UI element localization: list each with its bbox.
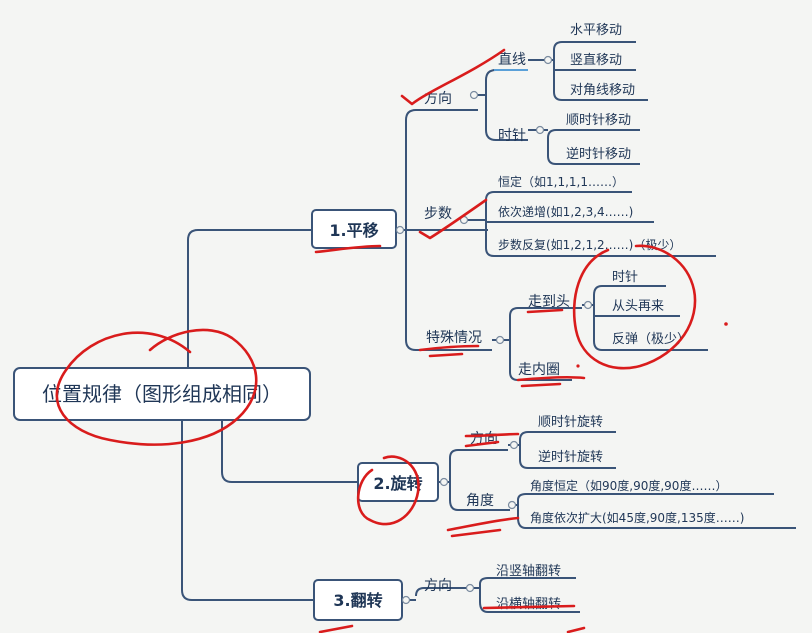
zhixian-item-2: 竖直移动: [570, 53, 622, 68]
zoudaotou-item-2: 从头再来: [612, 299, 664, 314]
fanzhuan-item-2: 沿横轴翻转: [496, 597, 561, 612]
ink-underline-teshu: [418, 344, 480, 358]
ink-circle-zoudaotou: [572, 244, 697, 370]
jiaodu-item-1: 角度恒定（如90度,90度,90度……）: [530, 478, 727, 493]
connector-root-xuanzhuan: [221, 420, 358, 483]
ink-circle-xuanzhuan: [356, 455, 420, 526]
collapse-knob[interactable]: [495, 335, 505, 345]
collapse-knob[interactable]: [543, 55, 553, 65]
ink-underline-jiaodu: [446, 516, 520, 538]
connector-fangxiang-children: [478, 69, 528, 141]
ink-underline-zouneiquan: [516, 375, 586, 388]
root-node: 位置规律（图形组成相同）: [42, 382, 282, 406]
ink-dot: [576, 364, 580, 368]
bushu-item-2: 依次递增(如1,2,3,4……): [498, 204, 633, 219]
ink-circle-root: [55, 328, 258, 446]
bushu-node: 步数: [424, 206, 452, 222]
fanzhuan-item-1: 沿竖轴翻转: [496, 564, 561, 579]
collapse-knob[interactable]: [469, 90, 479, 100]
bushu-item-3: 步数反复(如1,2,1,2……)（极少）: [498, 237, 681, 252]
shizhen-item-1: 顺时针移动: [566, 113, 631, 128]
collapse-knob[interactable]: [507, 500, 517, 510]
zhixian-item-1: 水平移动: [570, 23, 622, 38]
xuanzhuan-item-2: 逆时针旋转: [538, 449, 603, 465]
collapse-knob[interactable]: [509, 440, 519, 450]
ink-dot: [724, 322, 728, 326]
jiaodu-item-2: 角度依次扩大(如45度,90度,135度……): [530, 510, 744, 525]
collapse-knob[interactable]: [395, 225, 405, 235]
ink-tick-bottom: [318, 624, 354, 633]
collapse-knob[interactable]: [583, 300, 593, 310]
zoudaotou-item-3: 反弹（极少）: [612, 332, 690, 347]
ink-check-fangxiang: [400, 48, 506, 106]
bushu-item-1: 恒定（如1,1,1,1……）: [498, 174, 624, 189]
fanzhuan-fangxiang: 方向: [424, 578, 452, 594]
teshu-node: 特殊情况: [426, 330, 482, 346]
zoudaotou-node: 走到头: [528, 294, 570, 310]
shizhen-item-2: 逆时针移动: [566, 146, 631, 162]
collapse-knobs: [395, 55, 593, 605]
pingyi-fangxiang: 方向: [424, 91, 452, 107]
collapse-knob[interactable]: [535, 125, 545, 135]
connector-zhixian-items: [528, 41, 648, 101]
collapse-knob[interactable]: [439, 477, 449, 487]
connector-root-pingyi: [187, 229, 312, 368]
fanzhuan-node: 3.翻转: [333, 591, 382, 610]
zoudaotou-item-1: 时针: [612, 270, 638, 285]
xuanzhuan-node: 2.旋转: [373, 474, 422, 493]
shizhen-node: 时针: [498, 128, 526, 144]
ink-underline-zoudaotou: [526, 308, 564, 314]
ink-underline-pingyi: [314, 244, 382, 254]
jiaodu-node: 角度: [466, 493, 494, 509]
collapse-knob[interactable]: [401, 595, 411, 605]
connector-root-fanzhuan: [181, 420, 314, 601]
zhixian-item-3: 对角线移动: [570, 83, 635, 98]
collapse-knob[interactable]: [465, 583, 475, 593]
root-node-box: [13, 367, 311, 421]
xuanzhuan-item-1: 顺时针旋转: [538, 415, 603, 430]
ink-underline-fanzhuan-item: [482, 604, 576, 610]
zouneiquan-node: 走内圈: [518, 362, 560, 378]
pingyi-node: 1.平移: [329, 221, 378, 240]
ink-tick-bottom-right: [566, 626, 586, 633]
zhixian-node: 直线: [498, 51, 526, 68]
red-ink-annotations: [55, 48, 728, 633]
connectors: [181, 41, 796, 613]
connector-bushu-items: [460, 191, 716, 257]
ink-mark-xuanzhuan-fangxiang: [464, 432, 520, 448]
ink-check-bushu: [418, 198, 488, 240]
